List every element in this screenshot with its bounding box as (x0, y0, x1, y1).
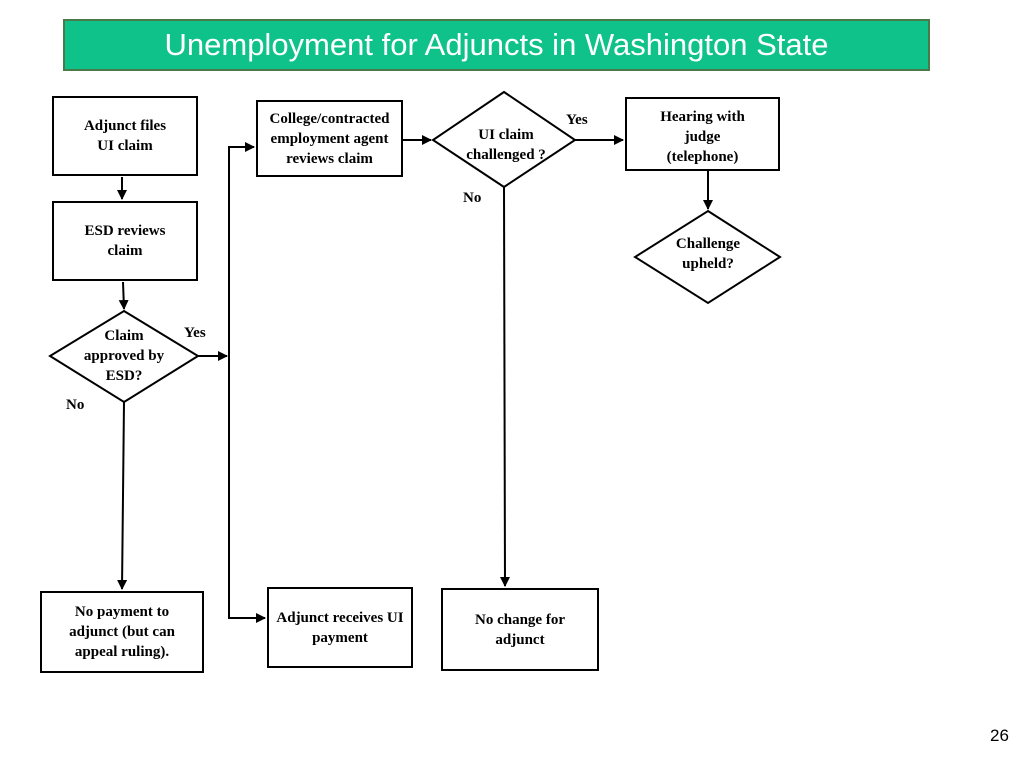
adjunct-receives-label: Adjunct receives UI payment (276, 609, 404, 646)
hearing-box: Hearing with judge (telephone) (625, 97, 780, 171)
esd-reviews-label: ESD reviews claim (84, 223, 166, 259)
challenge-upheld-diamond (633, 209, 782, 305)
challenge-upheld-label-wrap: Challenge upheld? (663, 227, 753, 281)
challenged-no-label: No (463, 190, 482, 206)
college-reviews-box: College/contracted employment agent revi… (256, 100, 403, 177)
arrow-to-adjunct-receives (228, 356, 266, 623)
no-change-label: No change for adjunct (475, 612, 565, 648)
esd-reviews-box: ESD reviews claim (52, 201, 198, 281)
adjunct-files-box: Adjunct files UI claim (52, 96, 198, 176)
adjunct-files-label: Adjunct files UI claim (83, 118, 167, 154)
approved-no-label: No (66, 397, 85, 413)
page-title: Unemployment for Adjuncts in Washington … (164, 27, 829, 62)
no-change-box: No change for adjunct (441, 588, 599, 671)
title-banner: Unemployment for Adjuncts in Washington … (63, 19, 930, 71)
ui-challenged-label: UI claim challenged ? (466, 127, 546, 163)
arrow-challenged-no (499, 186, 510, 587)
challenge-upheld-label: Challenge upheld? (675, 236, 741, 272)
approved-yes-label: Yes (184, 325, 206, 341)
claim-approved-label: Claim approved by ESD? (83, 328, 165, 384)
arrow-esd-to-approved (118, 281, 129, 310)
claim-approved-label-wrap: Claim approved by ESD? (74, 321, 174, 391)
no-payment-box: No payment to adjunct (but can appeal ru… (40, 591, 204, 673)
no-payment-label: No payment to adjunct (but can appeal ru… (69, 604, 175, 660)
arrow-approved-no (117, 401, 128, 590)
ui-challenged-label-wrap: UI claim challenged ? (461, 110, 551, 180)
hearing-label: Hearing with judge (telephone) (660, 109, 745, 165)
college-reviews-label: College/contracted employment agent revi… (269, 110, 390, 167)
adjunct-receives-box: Adjunct receives UI payment (267, 587, 413, 668)
page-number: 26 (990, 726, 1009, 745)
challenged-yes-label: Yes (566, 112, 588, 128)
arrow-to-college-review (228, 142, 255, 356)
